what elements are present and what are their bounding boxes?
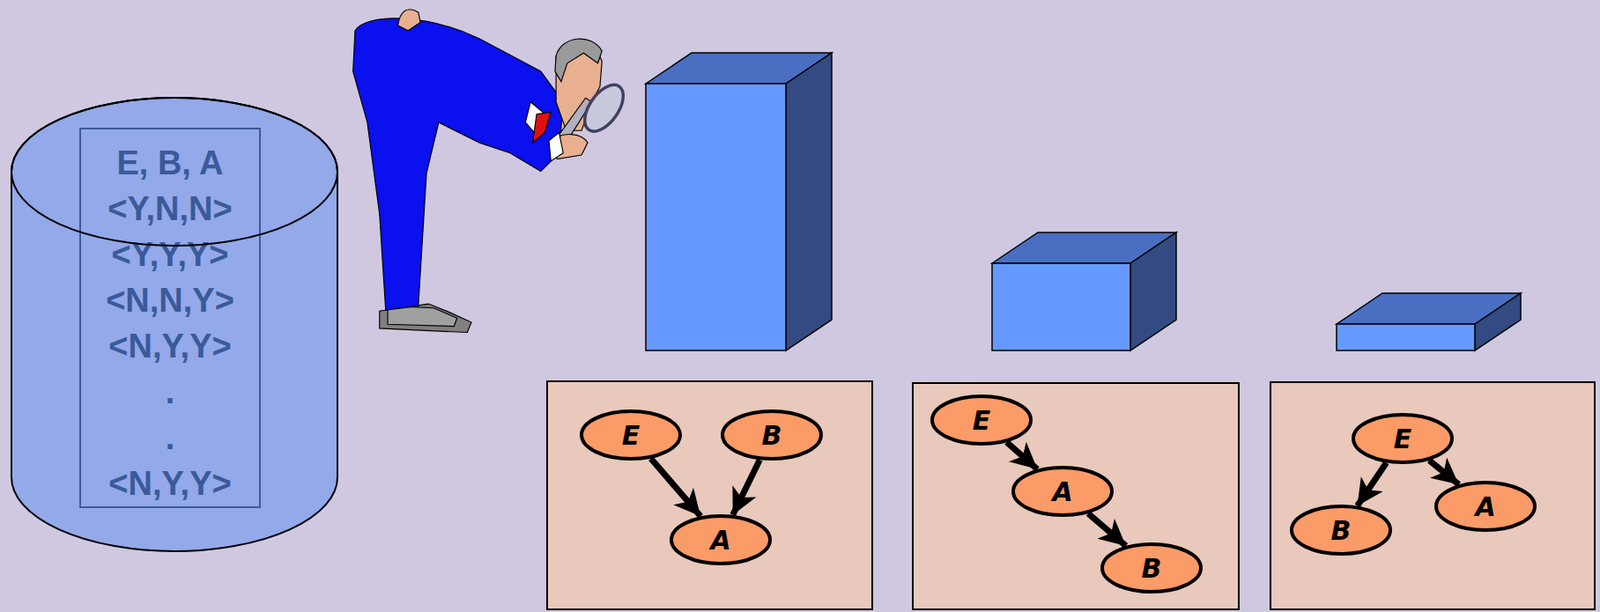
table-row: <N,Y,Y> — [81, 323, 260, 370]
table-row: <Y,Y,Y> — [81, 231, 260, 278]
data-table: E, B, A<Y,N,N><Y,Y,Y><N,N,Y><N,Y,Y>..<N,… — [79, 127, 261, 509]
dependency-arrow — [651, 459, 701, 518]
bar-side — [1474, 293, 1521, 351]
variable-name: A — [1051, 476, 1073, 508]
ellipse-shape — [722, 411, 822, 460]
dependency-arrow — [1007, 442, 1038, 470]
tie — [532, 111, 551, 143]
variable-name: A — [1474, 491, 1496, 523]
cylinder-shape — [11, 97, 338, 552]
dependency-arrow — [733, 459, 761, 516]
score-bar — [992, 232, 1177, 351]
variable-name: B — [1331, 515, 1352, 547]
table-row: E, B, A — [81, 140, 260, 186]
ellipse-shape — [1436, 482, 1535, 531]
variable-name: E — [1393, 423, 1413, 455]
ellipse-shape — [1102, 544, 1201, 593]
table-row: <N,N,Y> — [81, 277, 260, 324]
database-cylinder: E, B, A<Y,N,N><Y,Y,Y><N,N,Y><N,Y,Y>..<N,… — [10, 96, 339, 553]
network-panel: E B A — [546, 380, 874, 611]
hair — [555, 38, 602, 82]
dependency-arrow — [1088, 513, 1126, 547]
suit — [353, 18, 564, 311]
ellipse-shape — [581, 411, 681, 460]
variable-node: A — [1011, 466, 1114, 518]
cylinder-rim — [11, 97, 338, 246]
score-bar — [1336, 293, 1521, 351]
ellipse-shape — [1353, 414, 1452, 463]
variable-name: B — [762, 420, 783, 452]
bar-front — [1336, 324, 1475, 351]
score-bar — [645, 52, 832, 351]
table-row: <N,Y,Y> — [81, 460, 260, 507]
variable-node: B — [1100, 542, 1203, 594]
ellipse-shape — [1291, 506, 1391, 555]
variable-node: E — [1351, 413, 1454, 465]
table-row: . — [81, 414, 260, 461]
shoe — [387, 305, 458, 326]
ellipse-shape — [1013, 467, 1112, 516]
table-row: <Y,N,N> — [81, 185, 260, 232]
dependency-arrow — [1357, 462, 1387, 506]
inspector-figure — [353, 9, 631, 334]
network-panel: E A B — [911, 382, 1240, 611]
variable-node: A — [1434, 481, 1537, 533]
variable-node: B — [1289, 504, 1393, 556]
table-row: . — [81, 369, 260, 415]
ellipse-shape — [932, 396, 1031, 445]
variable-name: A — [710, 525, 731, 556]
variable-name: B — [1141, 553, 1163, 585]
dependency-arrow — [1429, 460, 1460, 485]
bar-front — [645, 83, 786, 351]
variable-node: B — [720, 409, 823, 461]
cuff — [548, 133, 563, 162]
variable-name: E — [622, 420, 641, 452]
ellipse-shape — [671, 516, 771, 564]
variable-name: E — [972, 405, 992, 437]
bar-side — [1130, 232, 1177, 351]
variable-node: E — [930, 394, 1033, 446]
magnifier-lens — [577, 78, 631, 139]
network-panel: E B A — [1269, 381, 1596, 611]
variable-node: E — [579, 409, 682, 461]
bar-front — [992, 263, 1131, 351]
hand — [398, 9, 421, 31]
variable-node: A — [669, 514, 772, 566]
bar-side — [785, 52, 832, 351]
